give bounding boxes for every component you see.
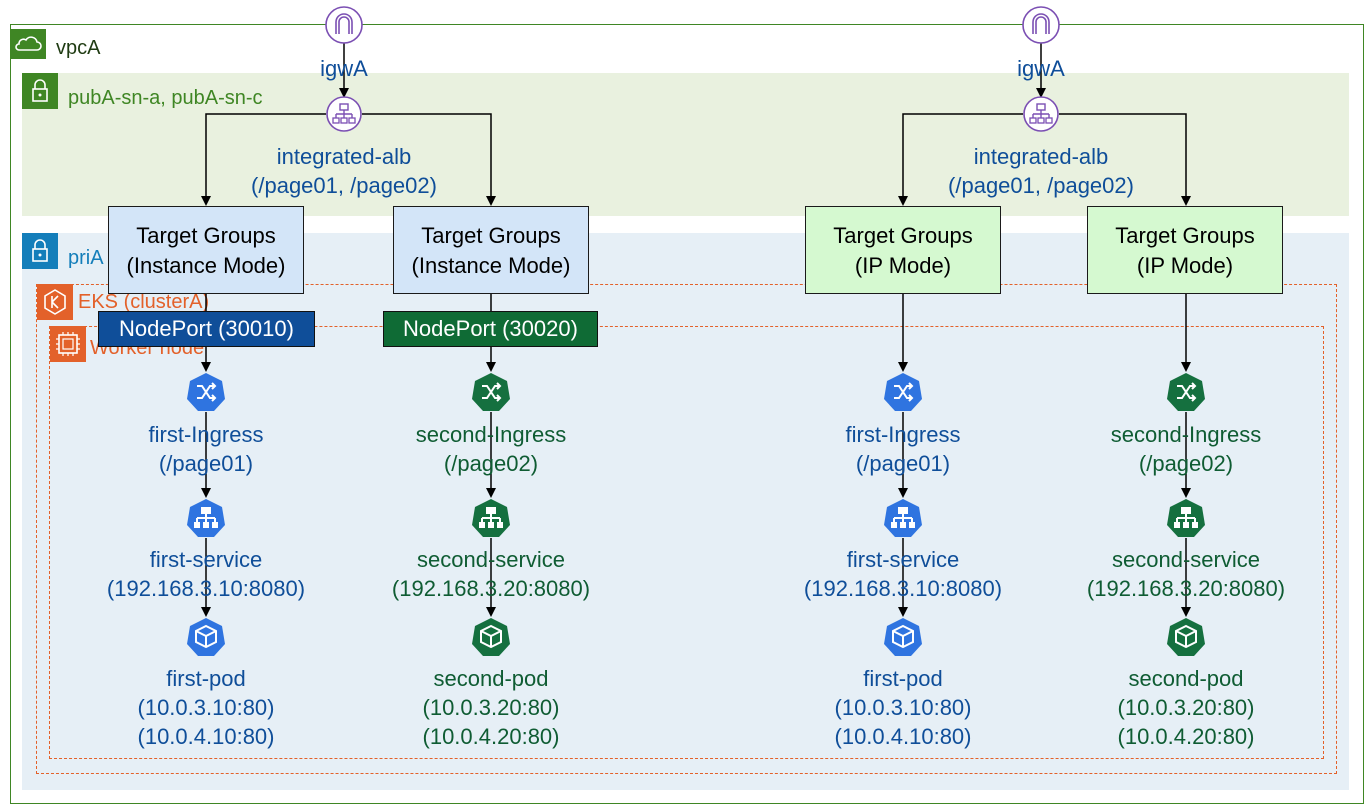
kubernetes-pod-icon	[187, 618, 225, 656]
cloud-icon	[10, 29, 46, 59]
ingress-name: first-Ingress	[845, 422, 961, 447]
alb-name: integrated-alb	[276, 144, 412, 169]
pod-name: first-pod	[166, 666, 246, 691]
pod-address: (10.0.3.10:80)	[834, 695, 972, 720]
target-group-ip-1[interactable]: Target Groups (IP Mode)	[805, 206, 1001, 294]
ec2-instance-icon	[50, 326, 86, 362]
ingress-name: second-Ingress	[415, 422, 567, 447]
service-label: second-service (192.168.3.20:8080)	[1087, 545, 1285, 603]
pod-address: (10.0.4.10:80)	[137, 724, 275, 749]
pod-address: (10.0.4.20:80)	[422, 724, 560, 749]
ingress-path: (/page02)	[443, 451, 539, 476]
ingress-label: first-Ingress (/page01)	[846, 420, 961, 478]
service-name: first-service	[846, 547, 960, 572]
pod-name: second-pod	[433, 666, 549, 691]
target-group-instance-2[interactable]: Target Groups (Instance Mode)	[393, 206, 589, 294]
alb-paths: (/page01, /page02)	[948, 173, 1134, 198]
nodeport-30010[interactable]: NodePort (30010)	[98, 311, 315, 347]
service-label: first-service (192.168.3.10:8080)	[804, 545, 1002, 603]
kubernetes-ingress-icon	[884, 373, 922, 411]
service-address: (192.168.3.10:8080)	[803, 576, 1003, 601]
kubernetes-pod-icon	[472, 618, 510, 656]
pod-label: first-pod (10.0.3.10:80) (10.0.4.10:80)	[138, 664, 275, 751]
target-group-mode: (IP Mode)	[1136, 253, 1234, 278]
load-balancer-icon	[1023, 96, 1059, 132]
kubernetes-service-icon	[1167, 499, 1205, 537]
pod-address: (10.0.3.20:80)	[1117, 695, 1255, 720]
service-label: second-service (192.168.3.20:8080)	[392, 545, 590, 603]
pod-address: (10.0.4.20:80)	[1117, 724, 1255, 749]
ingress-label: second-Ingress (/page02)	[416, 420, 566, 478]
target-group-mode: (Instance Mode)	[411, 253, 571, 278]
ingress-path: (/page01)	[158, 451, 254, 476]
pod-name: second-pod	[1128, 666, 1244, 691]
pod-label: second-pod (10.0.3.20:80) (10.0.4.20:80)	[423, 664, 560, 751]
target-group-ip-2[interactable]: Target Groups (IP Mode)	[1087, 206, 1283, 294]
target-group-mode: (Instance Mode)	[126, 253, 286, 278]
alb-label-left: integrated-alb (/page01, /page02)	[251, 142, 437, 200]
load-balancer-icon	[326, 96, 362, 132]
ingress-label: first-Ingress (/page01)	[149, 420, 264, 478]
alb-name: integrated-alb	[973, 144, 1109, 169]
kubernetes-service-icon	[884, 499, 922, 537]
target-group-instance-1[interactable]: Target Groups (Instance Mode)	[108, 206, 304, 294]
pod-address: (10.0.3.10:80)	[137, 695, 275, 720]
kubernetes-service-icon	[187, 499, 225, 537]
eks-label: EKS (clusterA)	[78, 291, 210, 313]
eks-icon	[37, 284, 73, 320]
pod-name: first-pod	[863, 666, 943, 691]
lock-icon	[22, 233, 58, 269]
target-group-mode: (IP Mode)	[854, 253, 952, 278]
nodeport-30020[interactable]: NodePort (30020)	[383, 311, 598, 347]
eks-cluster-zone	[36, 284, 1337, 774]
target-group-title: Target Groups	[136, 223, 276, 248]
target-group-title: Target Groups	[833, 223, 973, 248]
alb-label-right: integrated-alb (/page01, /page02)	[948, 142, 1134, 200]
service-name: second-service	[1112, 547, 1260, 572]
pod-label: second-pod (10.0.3.20:80) (10.0.4.20:80)	[1118, 664, 1255, 751]
worker-node-zone	[49, 326, 1324, 759]
public-subnet-label: pubA-sn-a, pubA-sn-c	[68, 87, 263, 109]
ingress-name: second-Ingress	[1110, 422, 1262, 447]
target-group-title: Target Groups	[1115, 223, 1255, 248]
kubernetes-pod-icon	[884, 618, 922, 656]
internet-gateway-icon	[325, 6, 363, 44]
kubernetes-pod-icon	[1167, 618, 1205, 656]
kubernetes-service-icon	[472, 499, 510, 537]
pod-address: (10.0.4.10:80)	[834, 724, 972, 749]
vpc-label: vpcA	[56, 37, 101, 59]
service-address: (192.168.3.20:8080)	[1086, 576, 1286, 601]
igw-label-right: igwA	[1017, 56, 1065, 81]
service-name: second-service	[417, 547, 565, 572]
lock-icon	[22, 73, 58, 109]
pod-address: (10.0.3.20:80)	[422, 695, 560, 720]
target-group-title: Target Groups	[421, 223, 561, 248]
kubernetes-ingress-icon	[472, 373, 510, 411]
service-name: first-service	[149, 547, 263, 572]
kubernetes-ingress-icon	[1167, 373, 1205, 411]
pod-label: first-pod (10.0.3.10:80) (10.0.4.10:80)	[835, 664, 972, 751]
internet-gateway-icon	[1022, 6, 1060, 44]
ingress-name: first-Ingress	[148, 422, 264, 447]
ingress-label: second-Ingress (/page02)	[1111, 420, 1261, 478]
ingress-path: (/page02)	[1138, 451, 1234, 476]
alb-paths: (/page01, /page02)	[251, 173, 437, 198]
service-address: (192.168.3.10:8080)	[106, 576, 306, 601]
ingress-path: (/page01)	[855, 451, 951, 476]
igw-label-left: igwA	[320, 56, 368, 81]
kubernetes-ingress-icon	[187, 373, 225, 411]
private-subnet-label: priA	[68, 247, 104, 269]
service-label: first-service (192.168.3.10:8080)	[107, 545, 305, 603]
public-subnet-zone	[22, 73, 1349, 216]
service-address: (192.168.3.20:8080)	[391, 576, 591, 601]
